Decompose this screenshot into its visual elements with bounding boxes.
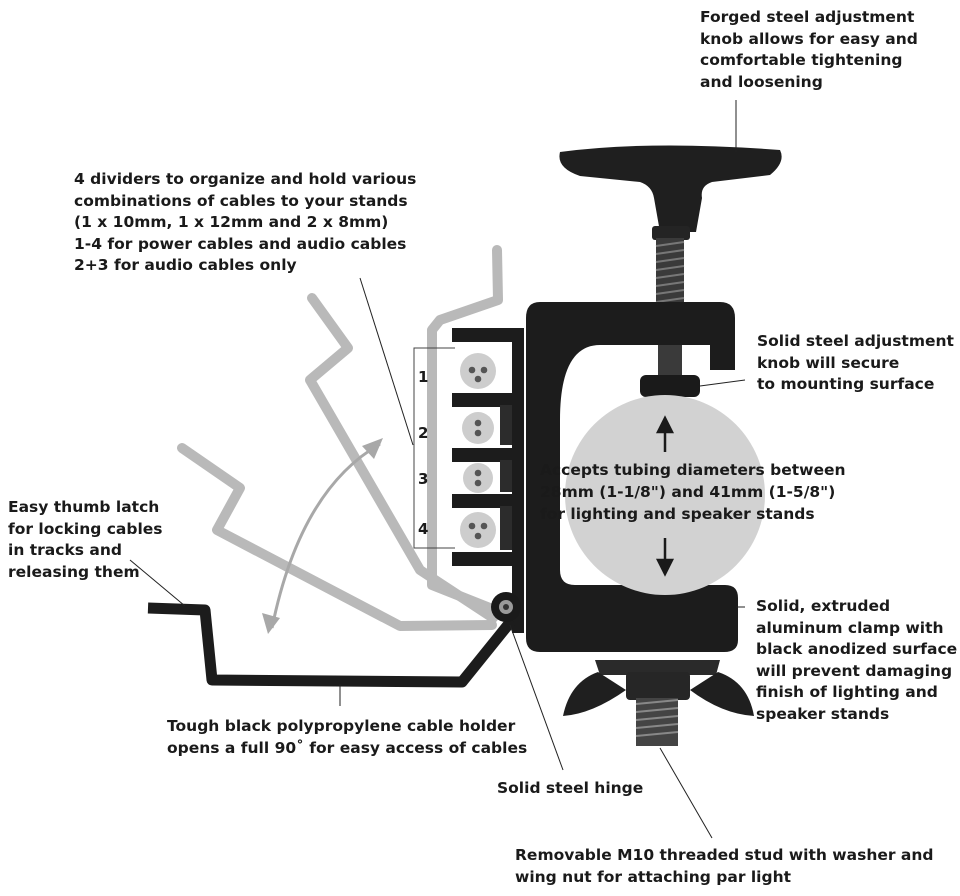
callout-hinge: Solid steel hinge [497,779,644,797]
tube-range-arrow-icon [655,415,675,577]
c-clamp-body-icon [526,302,738,652]
divider-number-2: 2 [418,424,429,442]
divider-number-1: 1 [418,368,429,386]
cable-holder-open-icon [147,602,517,688]
tube-cross-section-icon [565,395,765,595]
leader-lines [129,100,746,839]
callout-stud: Removable M10 threaded stud with washer … [515,846,934,886]
divider-number-3: 3 [418,470,429,488]
divider-bracket [413,347,455,549]
wing-nut-icon [563,660,754,746]
swing-arrow-icon [270,442,381,629]
divider-number-4: 4 [418,520,429,538]
cable-holder-ghost [177,245,505,631]
cable-socket-icon [460,353,496,548]
cable-holder-icon [452,328,524,633]
threaded-rod-icon [655,238,685,310]
wing-knob-icon [559,145,782,240]
hinge-pin-icon [491,592,521,622]
